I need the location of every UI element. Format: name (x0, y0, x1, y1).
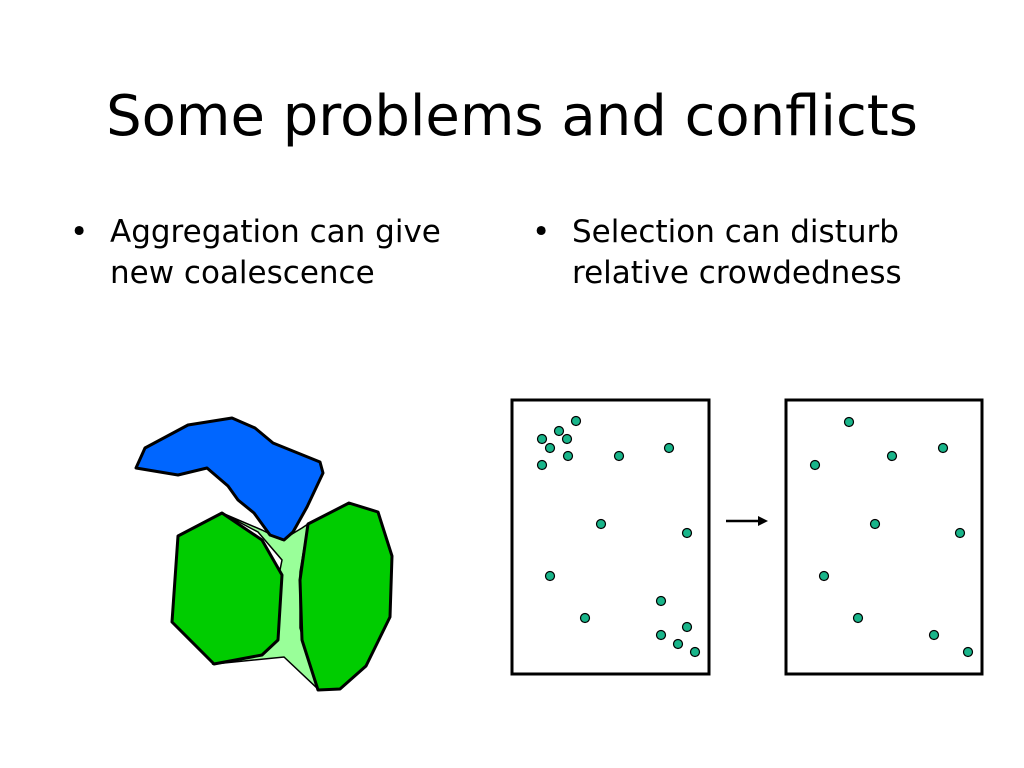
bullet-selection-line-2: relative crowdedness (572, 255, 902, 291)
point (613, 450, 625, 462)
point (595, 518, 607, 530)
point (681, 527, 693, 539)
point (937, 442, 949, 454)
slide-title: Some problems and conflicts (106, 84, 918, 149)
point (536, 433, 548, 445)
point (570, 415, 582, 427)
bullet-marker: • (532, 214, 551, 250)
point (689, 646, 701, 658)
point (553, 425, 565, 437)
point (672, 638, 684, 650)
point (928, 629, 940, 641)
point (655, 629, 667, 641)
panel-after-selection (784, 398, 984, 676)
bullet-selection: • Selection can disturb relative crowded… (532, 212, 962, 294)
green-polygon-right (298, 501, 394, 692)
selection-illustration (510, 398, 984, 676)
bullet-marker: • (70, 214, 89, 250)
points-before (536, 415, 701, 658)
point (579, 612, 591, 624)
point (536, 459, 548, 471)
points-after (809, 416, 974, 658)
aggregation-illustration (134, 416, 394, 692)
arrow-icon (726, 516, 768, 526)
point (562, 450, 574, 462)
point (809, 459, 821, 471)
blue-polygon (134, 416, 325, 542)
bullet-selection-line-1: Selection can disturb (572, 214, 899, 250)
point (655, 595, 667, 607)
point (544, 442, 556, 454)
bullet-aggregation-line-1: Aggregation can give (110, 214, 441, 250)
point (954, 527, 966, 539)
point (869, 518, 881, 530)
point (886, 450, 898, 462)
point (818, 570, 830, 582)
panel-before-selection (510, 398, 711, 676)
point (561, 433, 573, 445)
green-polygon-left (170, 511, 284, 666)
point (962, 646, 974, 658)
point (852, 612, 864, 624)
point (843, 416, 855, 428)
bullet-aggregation: • Aggregation can give new coalescence (70, 212, 500, 294)
point (663, 442, 675, 454)
point (544, 570, 556, 582)
point (681, 621, 693, 633)
bullet-aggregation-line-2: new coalescence (110, 255, 375, 291)
